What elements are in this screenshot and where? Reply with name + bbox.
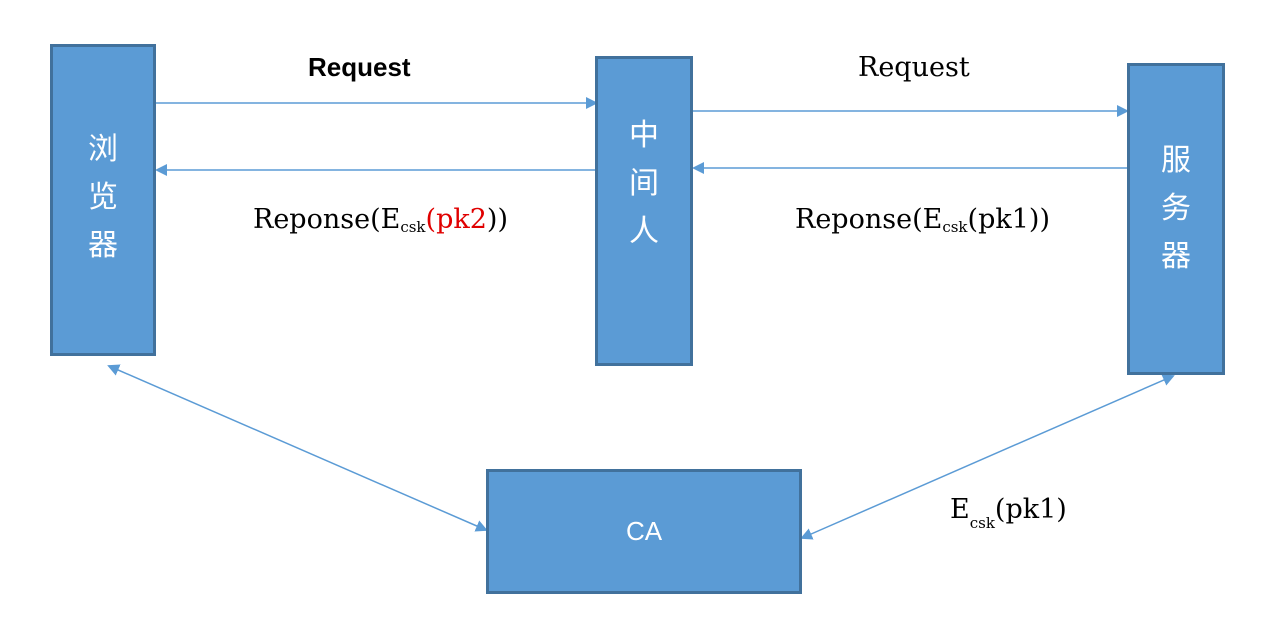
ca-box: CA — [486, 469, 802, 594]
browser-label: 浏览器 — [88, 132, 118, 263]
response-left-open: ( — [425, 204, 437, 235]
ca-server-label: Ecsk(pk1) — [950, 494, 1067, 532]
response-left-close: )) — [486, 204, 508, 235]
ca-server-open: ( — [994, 494, 1006, 525]
response-left-key: pk2 — [436, 204, 487, 235]
response-label-right: Reponse(Ecsk(pk1)) — [795, 204, 1050, 236]
ca-server-subscript: csk — [969, 514, 995, 532]
ca-server-close: ) — [1056, 494, 1067, 525]
response-right-key: pk1 — [978, 204, 1029, 235]
ca-server-prefix: E — [950, 494, 970, 525]
request-label-left: Request — [308, 52, 411, 82]
mitm-label: 中间人 — [629, 118, 659, 249]
request-label-right: Request — [858, 52, 970, 83]
response-right-open: ( — [967, 204, 979, 235]
server-box: 服务器 — [1127, 63, 1225, 375]
response-right-prefix: Reponse(E — [795, 204, 943, 235]
response-right-close: )) — [1028, 204, 1050, 235]
ca-server-key: pk1 — [1005, 494, 1057, 525]
response-left-prefix: Reponse(E — [253, 204, 401, 235]
mitm-box: 中间人 — [595, 56, 693, 366]
server-label: 服务器 — [1161, 143, 1191, 274]
response-label-left: Reponse(Ecsk(pk2)) — [253, 204, 508, 236]
arrow-browser-ca — [107, 364, 488, 532]
response-left-subscript: csk — [400, 218, 426, 236]
ca-label: CA — [625, 516, 663, 546]
arrow-ca-server — [800, 374, 1175, 540]
browser-box: 浏览器 — [50, 44, 156, 356]
response-right-subscript: csk — [942, 218, 968, 236]
